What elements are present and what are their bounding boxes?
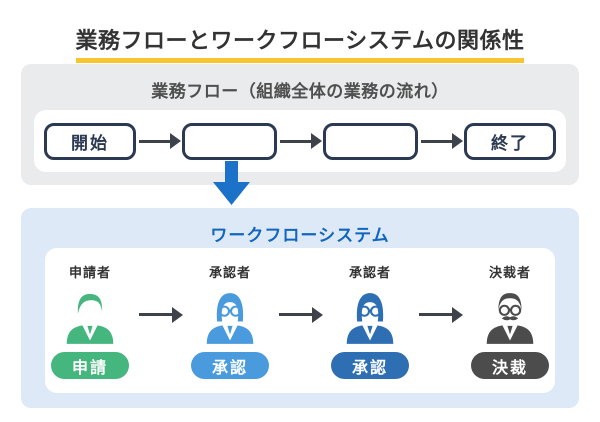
- executive-person-icon: [486, 293, 534, 344]
- action-badge-approve-1: 承認: [191, 352, 269, 379]
- down-arrow-icon: [213, 161, 250, 205]
- workflow-actor-executive: 決裁者 決裁: [464, 262, 556, 379]
- flow-node-step-2: [182, 122, 277, 160]
- right-arrow-icon: [417, 306, 463, 323]
- applicant-person-icon: [66, 293, 114, 344]
- flow-node-start: 開始: [44, 122, 136, 160]
- approver-person-icon: [206, 293, 254, 344]
- business-flow-heading: 業務フロー（組織全体の業務の流れ）: [151, 82, 449, 101]
- right-arrow-icon: [137, 306, 183, 323]
- flow-node-end: 終了: [464, 122, 556, 160]
- business-flow-diagram: 開始 終了: [34, 110, 566, 172]
- actor-role-label: 申請者: [68, 265, 111, 280]
- right-arrow-icon: [137, 133, 181, 149]
- workflow-diagram: 申請者 申請 承認者: [45, 248, 555, 393]
- workflow-system-heading: ワークフローシステム: [210, 226, 390, 245]
- right-arrow-icon: [278, 133, 322, 149]
- workflow-actor-approver-2: 承認者 承認: [324, 262, 416, 379]
- workflow-actor-applicant: 申請者 申請: [44, 262, 136, 379]
- action-badge-apply: 申請: [51, 352, 129, 379]
- action-badge-decide: 決裁: [471, 352, 549, 379]
- right-arrow-icon: [419, 133, 463, 149]
- page-title: 業務フローとワークフローシステムの関係性: [75, 28, 525, 64]
- workflow-system-section: ワークフローシステム 申請者 申請 承認者: [21, 208, 579, 408]
- approver-person-icon: [346, 293, 394, 344]
- right-arrow-icon: [277, 306, 323, 323]
- workflow-actor-approver-1: 承認者 承認: [184, 262, 276, 379]
- actor-role-label: 決裁者: [488, 265, 531, 280]
- business-flow-section: 業務フロー（組織全体の業務の流れ） 開始 終了: [21, 64, 579, 185]
- actor-role-label: 承認者: [348, 265, 391, 280]
- title-area: 業務フローとワークフローシステムの関係性: [0, 13, 600, 78]
- action-badge-approve-2: 承認: [331, 352, 409, 379]
- actor-role-label: 承認者: [208, 265, 251, 280]
- flow-node-step-3: [323, 122, 418, 160]
